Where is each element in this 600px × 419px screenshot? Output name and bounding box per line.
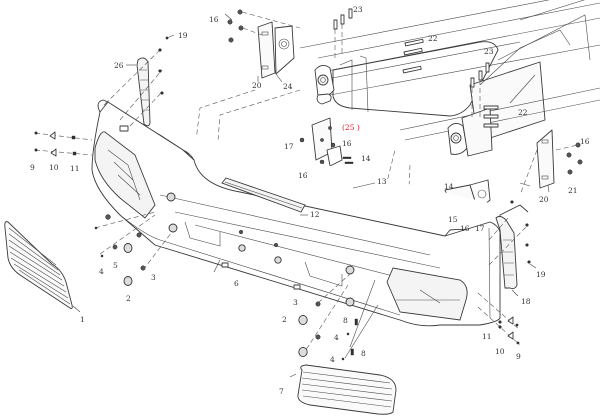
grille-right-7 xyxy=(297,364,397,415)
callout-17: 17 xyxy=(284,142,294,151)
tow-hook-left xyxy=(314,65,335,105)
callout-15: 15 xyxy=(448,215,458,224)
callout-8: 8 xyxy=(361,349,366,358)
callout-9: 9 xyxy=(516,352,521,361)
callout-14: 14 xyxy=(444,182,454,191)
callout-22: 22 xyxy=(428,34,438,43)
callout-25-highlighted: (25 ) xyxy=(342,123,360,132)
callout-9: 9 xyxy=(30,163,35,172)
callout-11: 11 xyxy=(482,332,492,341)
bracket-25 xyxy=(299,117,354,173)
callout-26: 26 xyxy=(114,61,124,70)
callout-11: 11 xyxy=(70,164,80,173)
nut-set-16-right xyxy=(555,142,583,175)
mounting-plate-21 xyxy=(519,129,555,196)
callout-17: 17 xyxy=(475,224,485,233)
callout-6: 6 xyxy=(234,279,239,288)
mounting-bracket-24 xyxy=(257,21,295,79)
leader-lines xyxy=(72,13,550,378)
callout-18: 18 xyxy=(521,297,531,306)
lamp-hardware-right xyxy=(298,273,379,361)
callout-19: 19 xyxy=(536,270,546,279)
callout-23: 23 xyxy=(353,5,363,14)
fastener-group-right xyxy=(477,292,521,346)
bolt-set-23-right xyxy=(470,62,490,120)
callout-24: 24 xyxy=(283,82,293,91)
callout-5: 5 xyxy=(113,261,118,270)
callout-labels: 1 2 2 3 3 4 4 4 5 6 7 8 8 9 9 10 10 11 1… xyxy=(30,5,590,396)
callout-20: 20 xyxy=(539,195,549,204)
nut-set-16-top xyxy=(227,9,301,43)
callout-8: 8 xyxy=(343,316,348,325)
callout-23: 23 xyxy=(484,47,494,56)
grille-left-1 xyxy=(4,221,73,310)
bolt-set-22-upper xyxy=(402,38,424,74)
callout-2: 2 xyxy=(126,294,131,303)
tow-hook-right xyxy=(447,107,493,157)
callout-3: 3 xyxy=(293,298,298,307)
callout-19: 19 xyxy=(178,31,188,40)
callout-14: 14 xyxy=(361,154,371,163)
end-bracket-18 xyxy=(488,200,531,290)
callout-2: 2 xyxy=(282,315,287,324)
bolt-set-22-lower xyxy=(483,105,499,128)
callout-16: 16 xyxy=(342,139,352,148)
callout-10: 10 xyxy=(49,163,59,172)
callout-22: 22 xyxy=(518,108,528,117)
callout-1: 1 xyxy=(80,315,85,324)
fastener-group-left xyxy=(34,131,93,157)
callout-12: 12 xyxy=(310,210,320,219)
end-bracket-26 xyxy=(104,36,169,127)
chassis-frame xyxy=(299,0,600,157)
callout-20: 20 xyxy=(252,81,262,90)
callout-13: 13 xyxy=(377,177,387,186)
callout-7: 7 xyxy=(279,387,284,396)
bumper-body-6 xyxy=(91,89,529,327)
callout-4: 4 xyxy=(99,267,104,276)
callout-3: 3 xyxy=(151,273,156,282)
callout-4: 4 xyxy=(334,333,339,342)
callout-16: 16 xyxy=(460,224,470,233)
lamp-hardware-left xyxy=(94,211,173,286)
callout-10: 10 xyxy=(495,347,505,356)
callout-16: 16 xyxy=(298,171,308,180)
callout-4: 4 xyxy=(330,355,335,364)
callout-16: 16 xyxy=(209,15,219,24)
callout-21: 21 xyxy=(568,186,578,195)
bolt-set-23-left xyxy=(333,8,353,60)
callout-16: 16 xyxy=(580,137,590,146)
